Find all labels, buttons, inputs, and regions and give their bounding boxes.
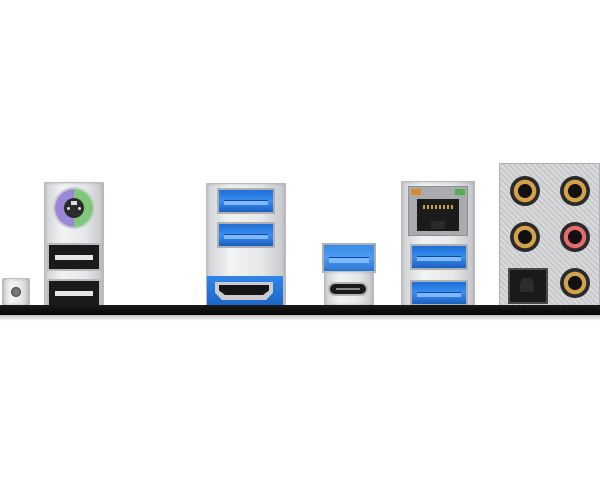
usb-c-opening [330, 284, 366, 294]
lan-usb3-stack [401, 181, 475, 308]
usb3-port-icon[interactable] [410, 244, 468, 270]
bios-button-cap [11, 287, 21, 297]
usb-c-port-icon[interactable] [324, 271, 374, 306]
ethernet-port-icon[interactable] [408, 186, 468, 236]
audio-block [499, 163, 600, 308]
hdmi-port-opening [215, 282, 273, 300]
motherboard-shadow [0, 315, 600, 321]
ps2-port-center [64, 198, 84, 218]
rj45-opening [417, 199, 459, 231]
usb-a-port-icon[interactable] [47, 243, 101, 271]
usb3-hdmi-stack [206, 183, 286, 308]
usb-a-port-icon[interactable] [47, 279, 101, 307]
usb3-port-icon[interactable] [217, 222, 275, 248]
usb3-port-icon[interactable] [322, 243, 376, 273]
usb3-port-icon[interactable] [410, 280, 468, 306]
ps2-port-icon[interactable] [55, 189, 93, 227]
audio-jack-icon[interactable] [510, 222, 540, 252]
audio-jack-icon[interactable] [560, 222, 590, 252]
audio-jack-icon[interactable] [560, 268, 590, 298]
motherboard-edge [0, 305, 600, 315]
hdmi-port-icon[interactable] [207, 276, 283, 306]
usb3-usbc-stack [322, 243, 376, 306]
led-right [455, 189, 465, 195]
bios-button[interactable] [2, 278, 30, 306]
optical-port-icon[interactable] [508, 268, 548, 304]
led-left [411, 189, 421, 195]
ps2-usb-stack [44, 182, 104, 308]
audio-jack-icon[interactable] [510, 176, 540, 206]
audio-jack-icon[interactable] [560, 176, 590, 206]
usb3-port-icon[interactable] [217, 188, 275, 214]
